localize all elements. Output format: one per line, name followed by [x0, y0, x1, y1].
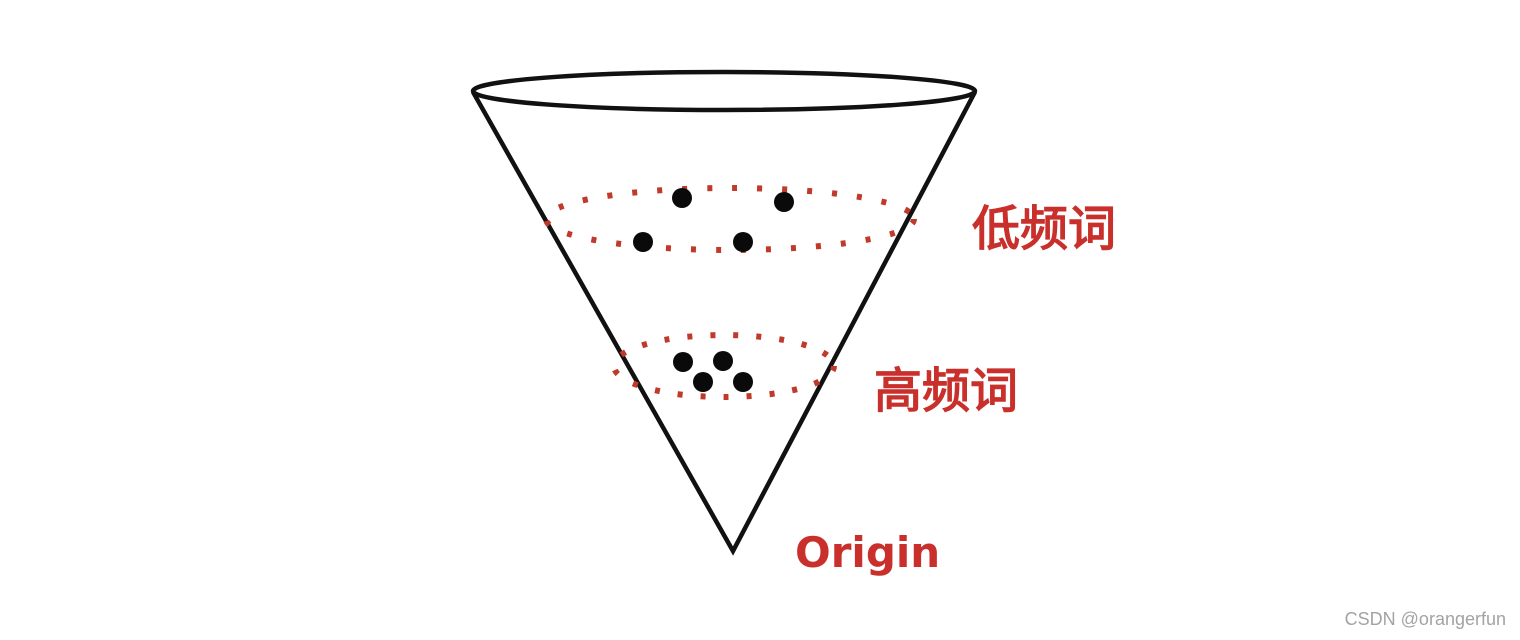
high-frequency-band	[611, 332, 837, 400]
watermark: CSDN @orangerfun	[1344, 609, 1506, 629]
cone-sides	[471, 90, 977, 556]
low-frequency-word-point	[733, 232, 753, 252]
low-frequency-word-point	[672, 188, 692, 208]
high-frequency-word-point	[673, 352, 693, 372]
origin-label: Origin	[795, 528, 941, 577]
low-frequency-label: 低频词	[972, 201, 1117, 257]
high-frequency-word-point	[693, 372, 713, 392]
low-frequency-word-point	[774, 192, 794, 212]
low-frequency-band	[543, 185, 917, 253]
high-frequency-word-point	[733, 372, 753, 392]
high-frequency-label: 高频词	[874, 363, 1019, 419]
low-frequency-word-point	[633, 232, 653, 252]
cone-rim	[470, 69, 978, 113]
high-frequency-word-point	[713, 351, 733, 371]
